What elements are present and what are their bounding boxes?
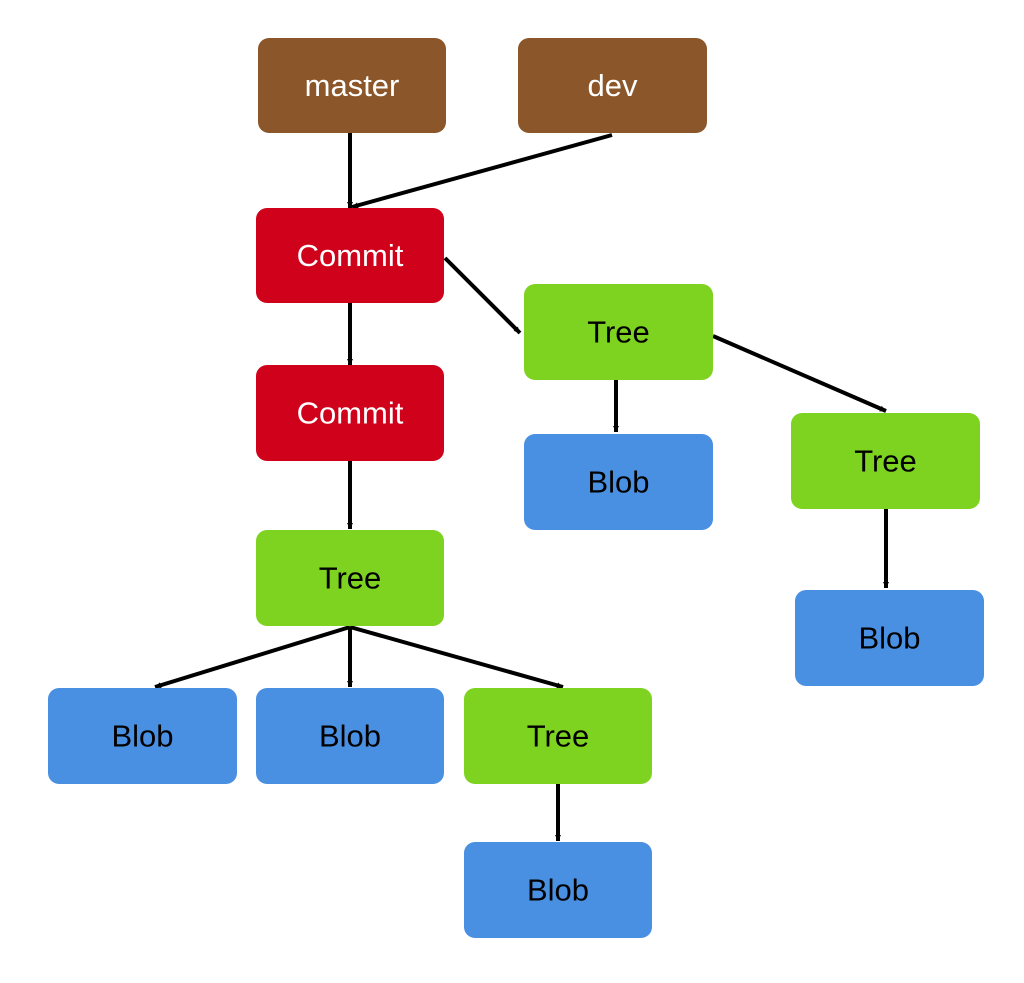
edge-arrow-tree_c-to-blob_c1 bbox=[154, 625, 351, 689]
tree-node-tree_d: Tree bbox=[464, 688, 652, 784]
commit-box bbox=[256, 208, 444, 303]
commit-node-commit2: Commit bbox=[256, 365, 444, 461]
branch-label: dev bbox=[588, 68, 638, 103]
blob-label: Blob bbox=[858, 621, 920, 656]
blob-label: Blob bbox=[527, 873, 589, 908]
branch-node-dev: dev bbox=[518, 38, 707, 133]
edge-arrow-tree_a-to-tree_b bbox=[712, 334, 887, 413]
blob-node-blob_c2: Blob bbox=[256, 688, 444, 784]
tree-label: Tree bbox=[587, 315, 650, 350]
tree-box bbox=[256, 530, 444, 626]
blob-box bbox=[795, 590, 984, 686]
tree-label: Tree bbox=[527, 719, 590, 754]
blob-node-blob_b: Blob bbox=[795, 590, 984, 686]
tree-box bbox=[791, 413, 980, 509]
blob-node-blob_c1: Blob bbox=[48, 688, 237, 784]
branch-node-master: master bbox=[258, 38, 446, 133]
branch-label: master bbox=[305, 68, 400, 103]
edges-layer bbox=[154, 133, 889, 841]
commit-box bbox=[256, 365, 444, 461]
blob-box bbox=[524, 434, 713, 530]
commit-node-commit1: Commit bbox=[256, 208, 444, 303]
branch-box bbox=[518, 38, 707, 133]
blob-label: Blob bbox=[587, 465, 649, 500]
tree-node-tree_b: Tree bbox=[791, 413, 980, 509]
edge-arrow-dev-to-commit1 bbox=[351, 133, 613, 209]
tree-box bbox=[464, 688, 652, 784]
blob-label: Blob bbox=[319, 719, 381, 754]
tree-label: Tree bbox=[319, 561, 382, 596]
branch-box bbox=[258, 38, 446, 133]
edge-arrow-commit1-to-tree_a bbox=[443, 256, 522, 335]
tree-label: Tree bbox=[854, 444, 917, 479]
blob-box bbox=[256, 688, 444, 784]
tree-box bbox=[524, 284, 713, 380]
blob-node-blob_d: Blob bbox=[464, 842, 652, 938]
blob-box bbox=[48, 688, 237, 784]
blob-label: Blob bbox=[111, 719, 173, 754]
edge-arrow-tree_c-to-tree_d bbox=[349, 625, 564, 689]
blob-node-blob_a: Blob bbox=[524, 434, 713, 530]
blob-box bbox=[464, 842, 652, 938]
commit-label: Commit bbox=[297, 396, 404, 431]
tree-node-tree_c: Tree bbox=[256, 530, 444, 626]
commit-label: Commit bbox=[297, 238, 404, 273]
tree-node-tree_a: Tree bbox=[524, 284, 713, 380]
